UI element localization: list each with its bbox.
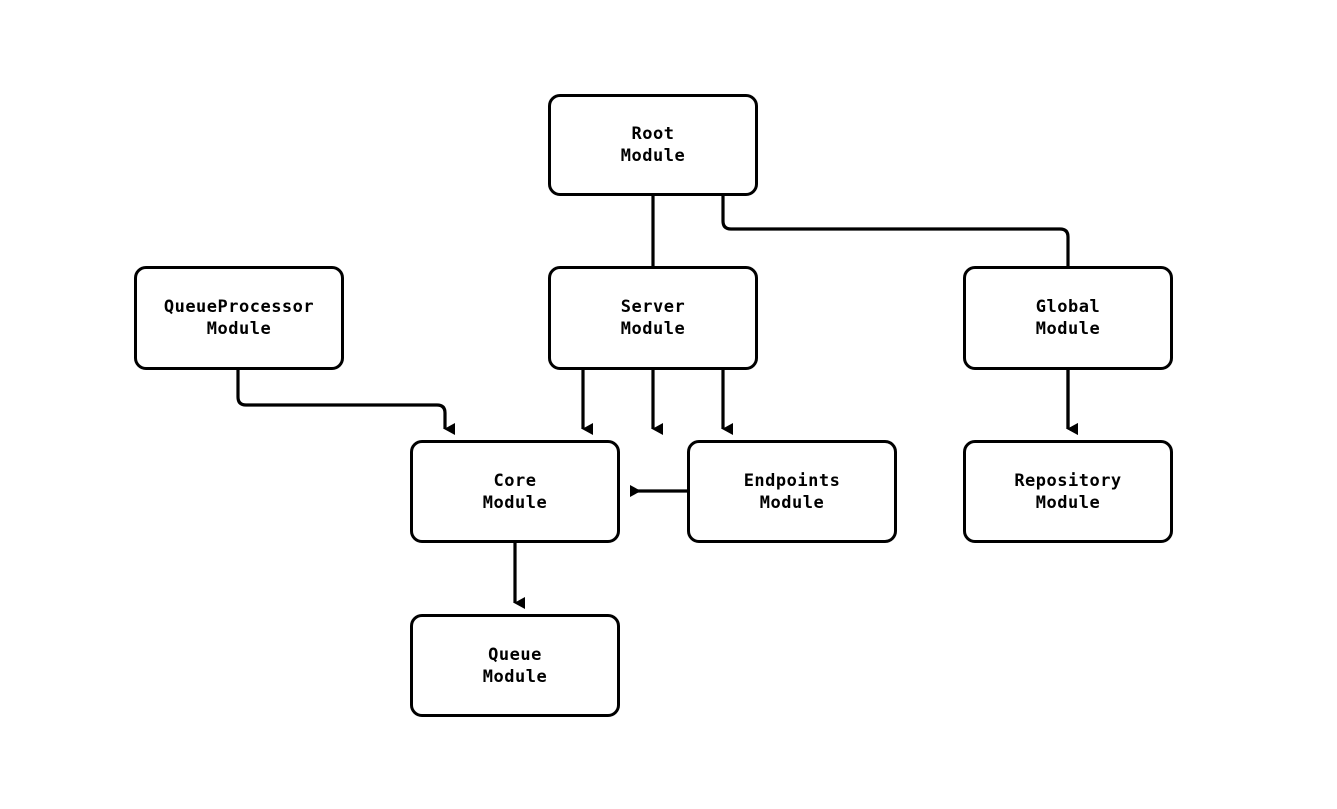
node-queue-module-line2: Module [482, 666, 548, 687]
node-repository-module-line2: Module [1035, 492, 1101, 513]
node-root-module[interactable]: Root Module [548, 94, 758, 196]
node-queueprocessor-module-line1: QueueProcessor [163, 297, 315, 317]
node-global-module[interactable]: Global Module [963, 266, 1173, 370]
node-global-module-line2: Module [1035, 319, 1101, 339]
node-global-module-line1: Global [1035, 297, 1101, 317]
node-queue-module-line1: Queue [488, 644, 542, 665]
node-queue-module[interactable]: Queue Module [410, 614, 620, 717]
node-queueprocessor-module[interactable]: QueueProcessor Module [134, 266, 344, 370]
node-repository-module-line1: Repository [1014, 470, 1122, 491]
node-core-module[interactable]: Core Module [410, 440, 620, 543]
node-root-module-line1: Root [631, 124, 675, 144]
node-endpoints-module-line2: Module [759, 492, 825, 513]
node-root-module-line2: Module [620, 146, 686, 166]
node-server-module-line2: Module [620, 319, 686, 339]
node-endpoints-module[interactable]: Endpoints Module [687, 440, 897, 543]
node-server-module-line1: Server [620, 297, 686, 317]
node-queueprocessor-module-line2: Module [206, 319, 272, 339]
edge-root-to-global [721, 196, 1078, 435]
node-core-module-line1: Core [493, 470, 537, 491]
node-endpoints-module-line1: Endpoints [743, 470, 841, 491]
node-repository-module[interactable]: Repository Module [963, 440, 1173, 543]
node-core-module-line2: Module [482, 492, 548, 513]
edge-queueprocessor-to-core [236, 370, 455, 435]
node-server-module[interactable]: Server Module [548, 266, 758, 370]
